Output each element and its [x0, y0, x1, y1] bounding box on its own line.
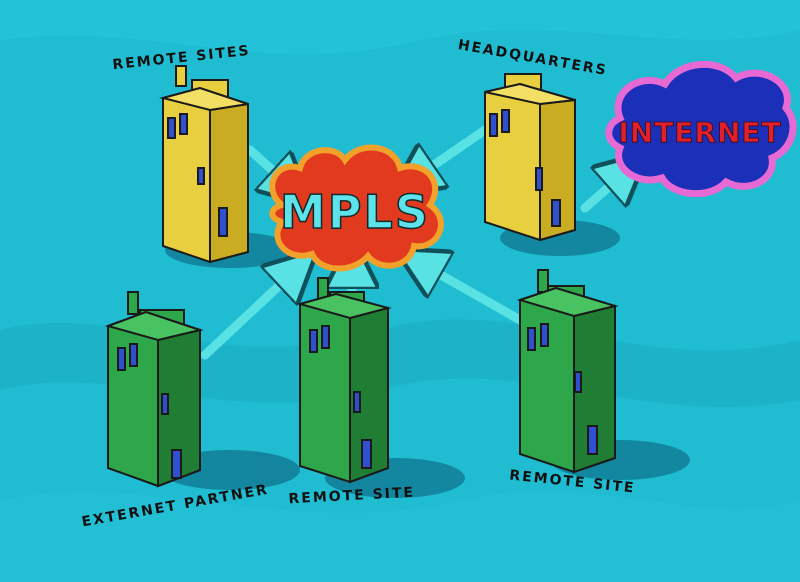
arrow-partner-to-mpls	[200, 268, 298, 360]
building-remote-site-center	[296, 277, 392, 484]
internet-cloud: INTERNET	[605, 61, 797, 198]
arrow-hq-to-internet	[580, 170, 628, 213]
label-headquarters: HEADQUARTERS	[457, 37, 609, 79]
building-remote-site-right	[516, 269, 619, 474]
mpls-cloud: MPLS	[269, 144, 444, 272]
mpls-cloud-label: MPLS	[280, 185, 430, 239]
internet-cloud-label: INTERNET	[618, 116, 781, 149]
arrow-right-site-to-mpls	[418, 262, 525, 325]
building-remote-sites	[159, 65, 249, 264]
building-extranet-partner	[104, 291, 204, 488]
building-headquarters	[484, 73, 576, 242]
label-remote-site-center: REMOTE SITE	[288, 485, 415, 508]
